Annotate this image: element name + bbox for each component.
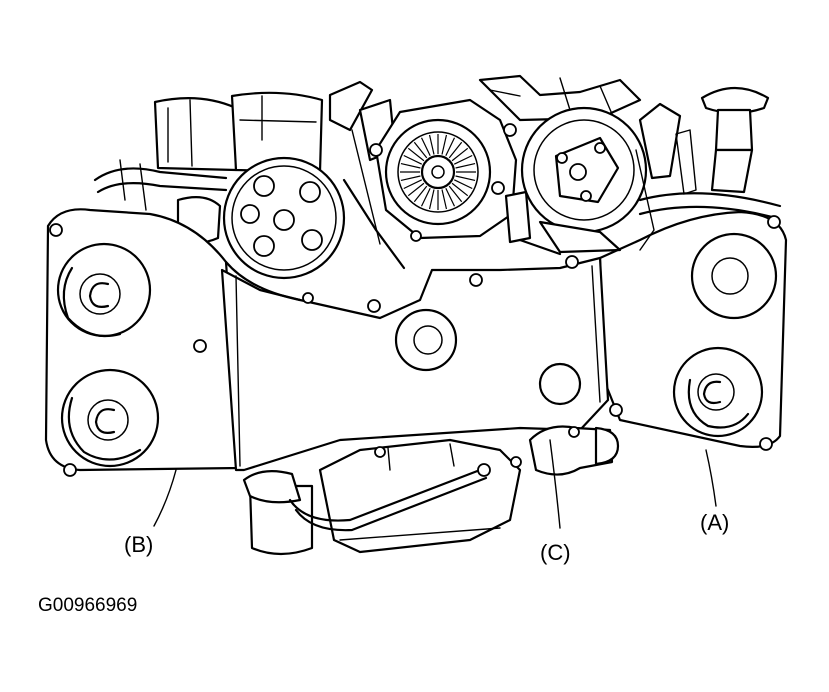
timing-belt-cover-left [44,208,242,477]
timing-belt-cover-center [220,255,610,472]
leader-line-b [153,469,177,527]
leader-line-a [705,449,717,507]
pulley-right [503,106,648,254]
callout-c: (C) [540,540,571,565]
timing-belt-cover-right [598,210,788,451]
alternator-fin [400,175,421,182]
alternator-fin [413,141,428,159]
alternator-fin [453,154,473,165]
alternator-fin [400,162,421,169]
alternator-fin [441,189,448,210]
alternator-fin [428,134,435,155]
alternator-fin [451,182,469,197]
alternator-fin [441,134,448,155]
alternator-fin [455,175,476,182]
alternator-fin [448,141,463,159]
alternator-fin [428,189,435,210]
alternator-fin [451,147,469,162]
alternator-fin [455,162,476,169]
lower-pipe [288,468,482,522]
alternator-fin [448,185,463,203]
alternator-fin [453,179,473,190]
alternator-fin [407,147,425,162]
alternator [369,98,532,244]
oil-filter [242,469,314,556]
callout-a: (A) [700,510,729,535]
alternator-fin [445,187,456,207]
alternator-fin [413,185,428,203]
upper-pipe [638,192,782,208]
intake-components [153,74,697,195]
water-pipe [528,425,620,476]
brackets [224,129,655,302]
alternator-fin [445,137,456,157]
alternator-fin [403,154,423,165]
alternator-fin [420,187,431,207]
figure-id: G00966969 [38,595,137,616]
alternator-fin [403,179,423,190]
callout-b: (B) [124,532,153,557]
crank-pulley-left [222,156,346,280]
lower-pipe-inner [294,476,488,532]
oil-filler-cap [700,87,770,194]
leader-line-c [549,439,561,529]
oil-pan [318,438,522,554]
alternator-fin [407,182,425,197]
alternator-fin [420,137,431,157]
